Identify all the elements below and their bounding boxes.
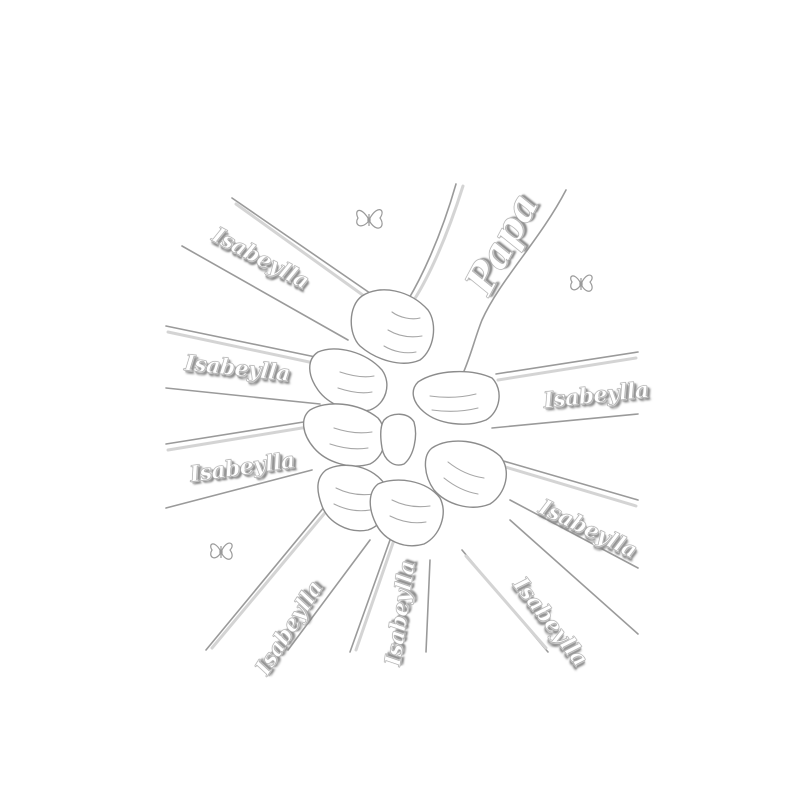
arm-left-upper [165,325,331,405]
arm-bottom-right [461,519,639,653]
arm-bottom-center [349,538,431,653]
arm-left-lower [165,419,317,509]
butterfly-icon [570,274,593,292]
butterfly-icon [210,542,233,560]
hand-left-lower [303,403,386,467]
hand-right-lower [424,440,508,508]
hand-center-fingers [379,413,417,466]
arm-right-lower [499,459,639,569]
arm-bottom-left [205,499,371,651]
hand-bottom-left [317,464,390,532]
hand-right-upper [412,370,500,425]
arm-top-left [181,197,381,341]
hand-left-upper [309,348,388,412]
hand-top [350,289,435,364]
papa-arm [407,183,567,381]
hand-bottom-center [369,479,444,547]
butterfly-icon [356,209,383,229]
arm-right-upper [491,351,639,429]
